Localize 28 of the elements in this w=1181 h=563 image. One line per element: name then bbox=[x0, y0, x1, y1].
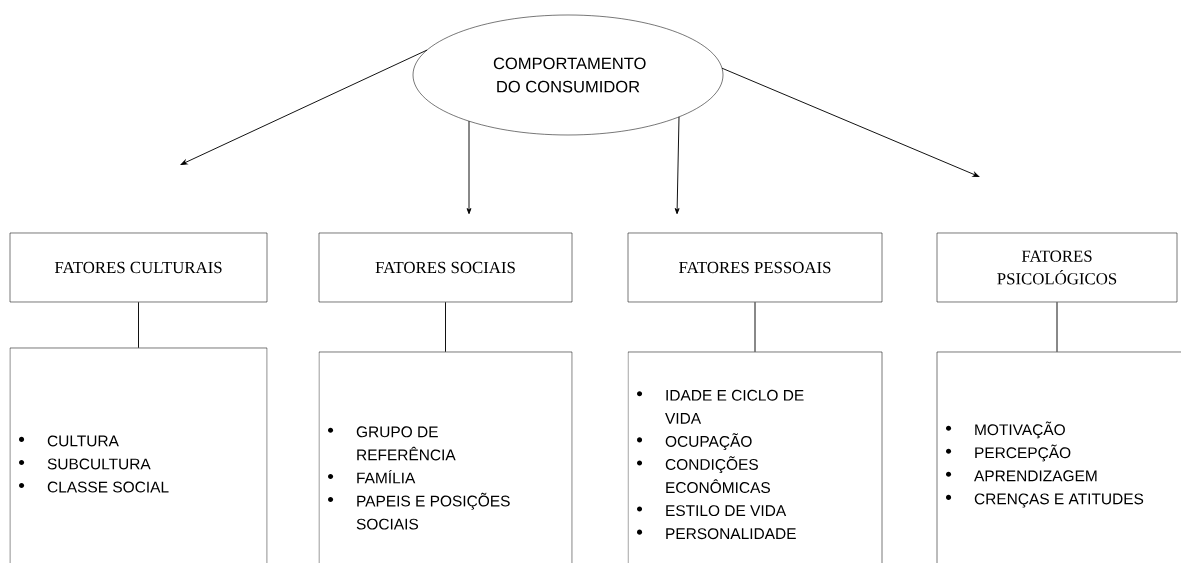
list-box bbox=[627, 351, 883, 563]
ellipse-node: COMPORTAMENTO DO CONSUMIDOR bbox=[412, 14, 724, 136]
list-item: MOTIVAÇÃO bbox=[975, 421, 1065, 439]
list-item: PERSONALIDADE bbox=[666, 528, 796, 540]
list-box bbox=[936, 351, 1181, 563]
list-item: ESTILO DE VIDA bbox=[666, 505, 787, 517]
header-box: FATORES PSICOLÓGICOS bbox=[936, 232, 1178, 303]
list-item: PAPEIS E POSIÇÕES SOCIAIS bbox=[356, 492, 510, 530]
list-box bbox=[318, 351, 573, 563]
list-item: FAMÍLIA bbox=[357, 469, 416, 484]
header-box: FATORES CULTURAIS bbox=[9, 232, 268, 303]
list-item: CULTURA bbox=[47, 435, 119, 447]
list-item: CLASSE SOCIAL bbox=[47, 481, 169, 493]
list-item: SUBCULTURA bbox=[47, 458, 151, 470]
list-item: CRENÇAS E ATITUDES bbox=[974, 493, 1144, 508]
arrow bbox=[674, 116, 680, 215]
header-box: FATORES SOCIAIS bbox=[318, 232, 573, 303]
list-item: CONDIÇÕES ECONÔMICAS bbox=[665, 456, 770, 494]
list-item: IDADE E CICLO DE VIDA bbox=[665, 389, 804, 424]
arrow bbox=[466, 120, 472, 215]
list-box bbox=[9, 347, 268, 563]
list-item: PERCEPÇÃO bbox=[975, 444, 1071, 462]
list-item: OCUPAÇÃO bbox=[665, 433, 752, 451]
arrow bbox=[180, 49, 428, 165]
list-item: APRENDIZAGEM bbox=[974, 470, 1097, 482]
arrow bbox=[721, 67, 980, 177]
header-box: FATORES PESSOAIS bbox=[627, 232, 883, 303]
list-item: GRUPO DE REFERÊNCIA bbox=[356, 426, 456, 461]
